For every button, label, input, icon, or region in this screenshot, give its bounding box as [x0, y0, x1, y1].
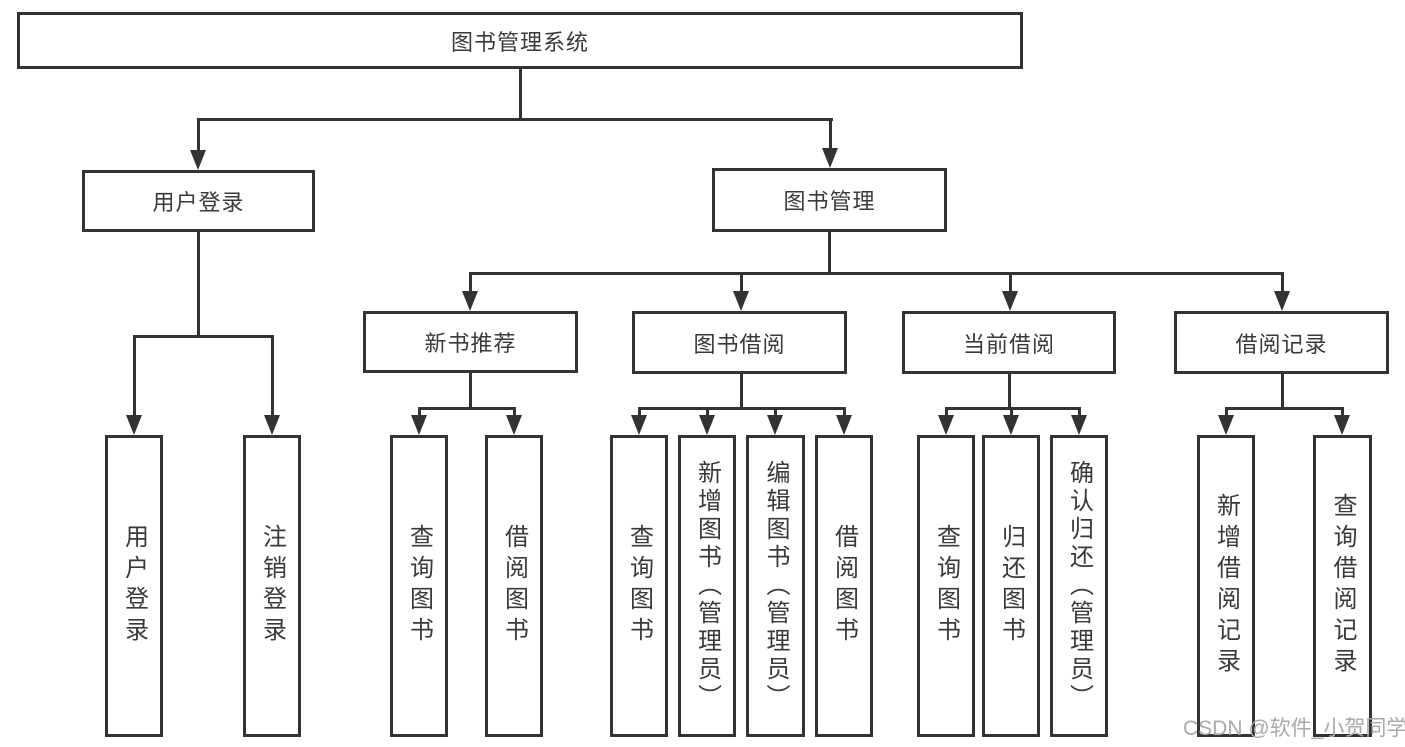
leaf-add-borrow-record: 新增借阅记录: [1197, 435, 1255, 737]
arrow-down-icon: [733, 291, 749, 311]
node-library-system-label: 图书管理系统: [450, 29, 589, 55]
leaf-query-books-borrow-label: 查询图书: [625, 524, 653, 648]
arrow-down-icon: [1003, 415, 1019, 435]
leaf-borrow-books-borrow-label: 借阅图书: [830, 524, 858, 648]
leaf-query-books-current-label: 查询图书: [932, 524, 960, 648]
arrow-down-icon: [126, 415, 142, 435]
node-borrow-records-label: 借阅记录: [1235, 331, 1328, 357]
leaf-add-book-admin-label: 新增图书（管理员）: [693, 460, 721, 712]
leaf-edit-book-admin: 编辑图书（管理员）: [746, 435, 805, 737]
node-book-management: 图书管理: [712, 168, 947, 232]
arrow-down-icon: [190, 150, 206, 170]
leaf-borrow-books-borrow: 借阅图书: [815, 435, 873, 737]
node-user-login: 用户登录: [82, 170, 315, 232]
node-new-book-recommend: 新书推荐: [363, 311, 578, 373]
arrow-down-icon: [264, 415, 280, 435]
leaf-query-borrow-record: 查询借阅记录: [1313, 435, 1372, 737]
connector-current-borrow-stem: [1008, 373, 1011, 410]
arrow-down-icon: [836, 415, 852, 435]
connector-current-borrow-rail: [945, 407, 1081, 410]
connector-book-borrow-rail: [638, 407, 846, 410]
node-library-system: 图书管理系统: [17, 12, 1023, 69]
connector-user-login-rail: [133, 335, 274, 338]
arrow-down-icon: [462, 291, 478, 311]
leaf-query-books-borrow: 查询图书: [610, 435, 668, 737]
node-current-borrow: 当前借阅: [902, 311, 1116, 374]
node-book-management-label: 图书管理: [783, 189, 876, 214]
arrow-down-icon: [411, 415, 427, 435]
connector-drop-book-management: [829, 118, 832, 150]
leaf-confirm-return-admin: 确认归还（管理员）: [1050, 435, 1108, 737]
connector-drop-leaf-logout: [271, 335, 274, 415]
node-user-login-label: 用户登录: [152, 190, 245, 215]
arrow-down-icon: [1218, 415, 1234, 435]
connector-root-stem: [519, 69, 522, 118]
connector-drop-leaf-user-login: [133, 335, 136, 415]
arrow-down-icon: [1334, 415, 1350, 435]
leaf-confirm-return-admin-label: 确认归还（管理员）: [1065, 460, 1093, 712]
leaf-query-books-current: 查询图书: [917, 435, 975, 737]
leaf-return-book: 归还图书: [982, 435, 1040, 737]
node-current-borrow-label: 当前借阅: [962, 331, 1055, 357]
arrow-down-icon: [631, 415, 647, 435]
leaf-logout-label: 注销登录: [258, 524, 286, 648]
connector-book-borrow-stem: [740, 373, 743, 410]
watermark: CSDN @软件_小贺同学: [1183, 717, 1405, 740]
leaf-return-book-label: 归还图书: [997, 524, 1025, 648]
leaf-query-books-recommend-label: 查询图书: [405, 524, 433, 648]
leaf-query-books-recommend: 查询图书: [390, 435, 448, 737]
connector-drop: [706, 407, 709, 417]
connector-root-rail: [197, 118, 833, 121]
leaf-borrow-books-recommend-label: 借阅图书: [500, 524, 528, 648]
node-new-book-recommend-label: 新书推荐: [424, 331, 517, 356]
arrow-down-icon: [1071, 415, 1087, 435]
connector-user-login-stem: [197, 232, 200, 335]
arrow-down-icon: [506, 415, 522, 435]
connector-drop: [513, 407, 516, 417]
connector-drop: [638, 407, 641, 417]
leaf-logout: 注销登录: [243, 435, 301, 737]
node-book-borrow-label: 图书借阅: [693, 331, 786, 357]
leaf-add-book-admin: 新增图书（管理员）: [678, 435, 736, 737]
connector-new-book-stem: [469, 373, 472, 408]
arrow-down-icon: [699, 415, 715, 435]
connector-book-management-stem: [828, 232, 831, 273]
connector-drop: [418, 407, 421, 417]
connector-drop: [843, 407, 846, 417]
connector-borrow-records-stem: [1281, 373, 1284, 410]
arrow-down-icon: [822, 148, 838, 168]
arrow-down-icon: [938, 415, 954, 435]
connector-drop: [945, 407, 948, 417]
connector-drop: [1225, 407, 1228, 417]
leaf-user-login: 用户登录: [105, 435, 163, 737]
leaf-add-borrow-record-label: 新增借阅记录: [1212, 493, 1240, 679]
connector-drop: [1341, 407, 1344, 417]
connector-drop-user-login: [197, 118, 200, 152]
leaf-edit-book-admin-label: 编辑图书（管理员）: [762, 460, 789, 712]
arrow-down-icon: [1274, 291, 1290, 311]
leaf-user-login-label: 用户登录: [120, 524, 148, 648]
connector-drop: [1010, 407, 1013, 417]
connector-book-management-rail: [469, 272, 1283, 275]
connector-new-book-rail: [418, 407, 516, 410]
arrow-down-icon: [1002, 291, 1018, 311]
node-book-borrow: 图书借阅: [632, 311, 847, 374]
node-borrow-records: 借阅记录: [1174, 311, 1389, 374]
connector-drop-borrow-records: [1281, 272, 1284, 291]
leaf-borrow-books-recommend: 借阅图书: [485, 435, 543, 737]
connector-drop-new-book: [469, 272, 472, 291]
leaf-query-borrow-record-label: 查询借阅记录: [1329, 493, 1356, 679]
connector-drop: [1078, 407, 1081, 417]
connector-borrow-records-rail: [1225, 407, 1344, 410]
connector-drop-book-borrow: [740, 272, 743, 291]
connector-drop-current-borrow: [1009, 272, 1012, 291]
arrow-down-icon: [767, 415, 783, 435]
connector-drop: [774, 407, 777, 417]
